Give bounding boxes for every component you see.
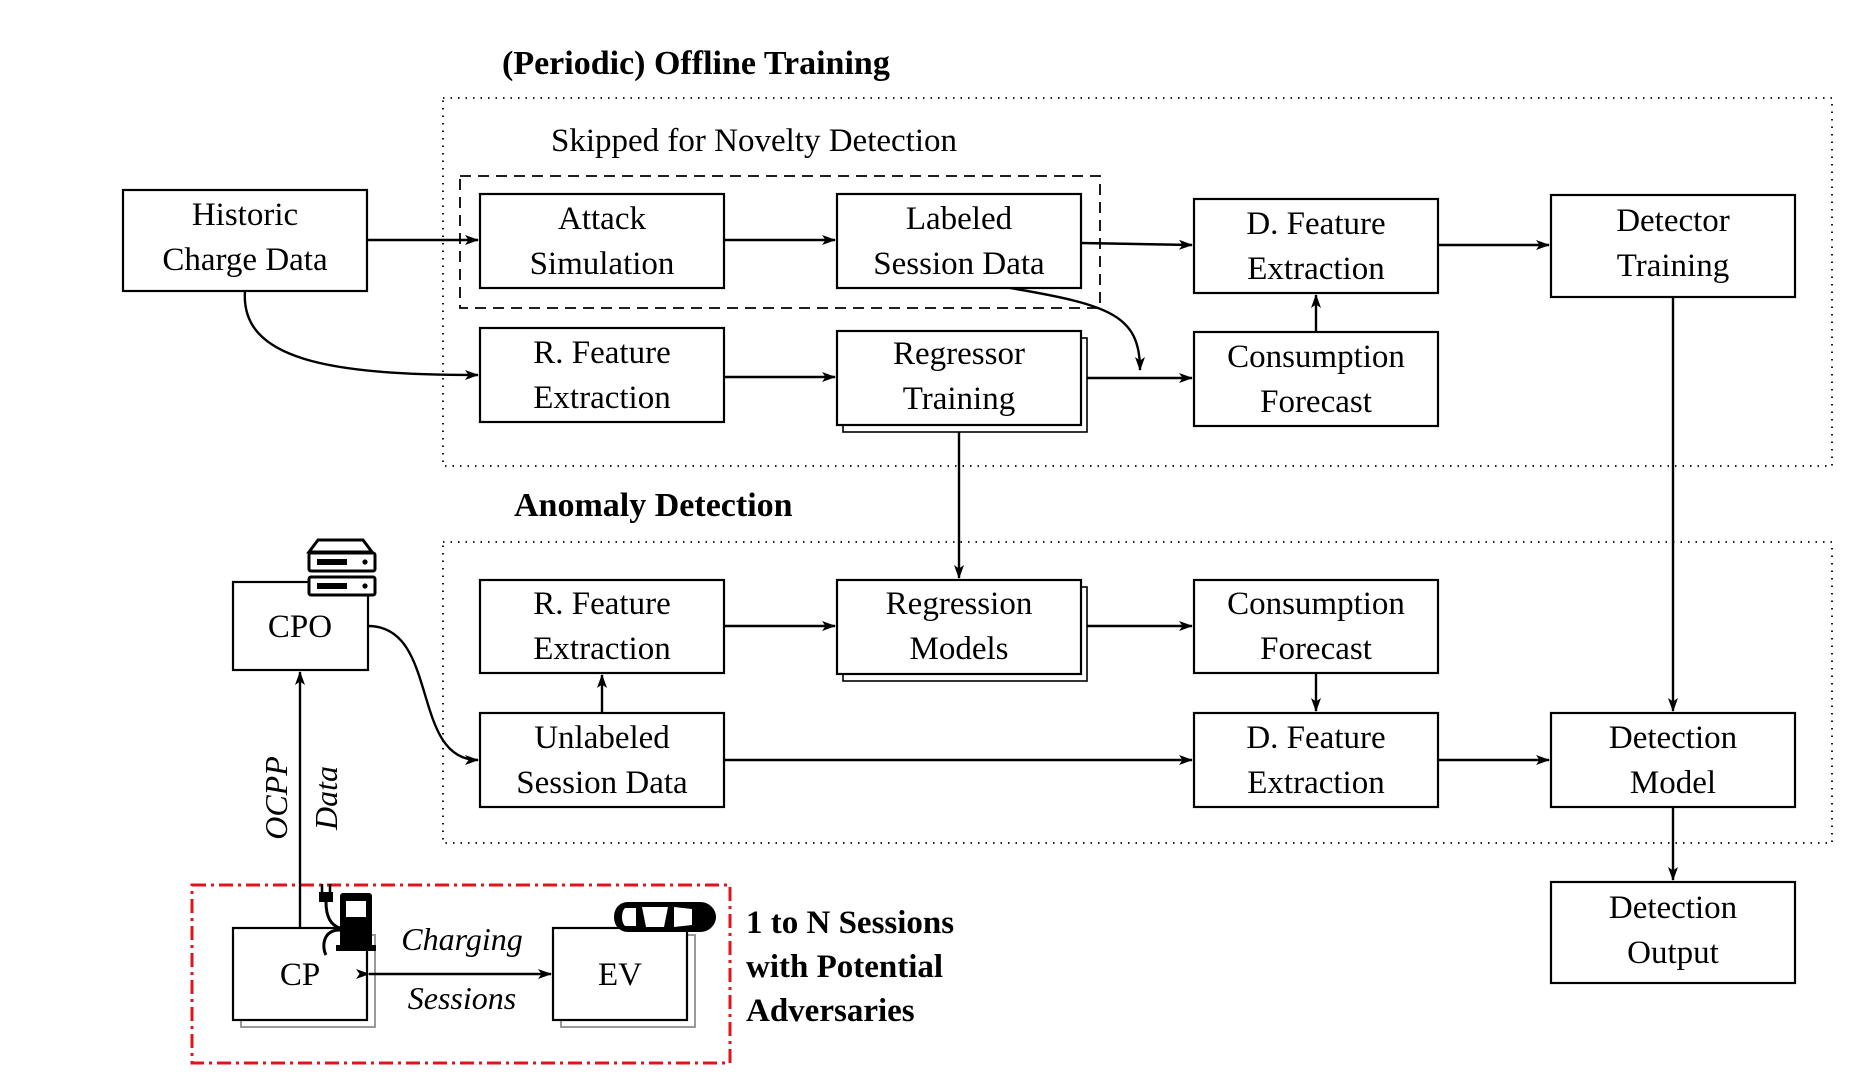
svg-text:Forecast: Forecast [1260, 631, 1372, 667]
consumption-forecast-offline-box: Consumption Forecast [1192, 330, 1440, 428]
offline-training-frame [442, 97, 1833, 467]
svg-text:Historic: Historic [192, 197, 298, 233]
r-feature-extraction-online-box: R. Feature Extraction [478, 578, 726, 675]
svg-text:Unlabeled: Unlabeled [534, 720, 670, 756]
svg-text:Extraction: Extraction [1247, 765, 1384, 801]
d-feature-extraction-online-box: D. Feature Extraction [1192, 711, 1440, 809]
car-icon [614, 902, 716, 932]
sessions-label: Sessions [408, 980, 516, 1016]
arrow-historic-to-rfeature [243, 290, 479, 380]
svg-text:Simulation: Simulation [530, 246, 675, 282]
svg-text:Detection: Detection [1609, 720, 1737, 756]
svg-text:Models: Models [910, 631, 1009, 667]
svg-text:Forecast: Forecast [1260, 384, 1372, 420]
svg-text:Labeled: Labeled [906, 201, 1013, 237]
svg-text:Regression: Regression [886, 586, 1033, 622]
novelty-skip-frame [459, 175, 1101, 309]
svg-text:Consumption: Consumption [1227, 339, 1405, 375]
svg-text:Extraction: Extraction [533, 631, 670, 667]
ocpp-label: OCPP [258, 756, 294, 840]
sessions-note-line-1: 1 to N Sessions [746, 905, 954, 941]
offline-training-title: (Periodic) Offline Training [502, 45, 890, 82]
adversary-sessions-frame [190, 883, 732, 1065]
detection-output-box: Detection Output [1549, 880, 1797, 985]
skipped-novelty-label: Skipped for Novelty Detection [551, 123, 957, 159]
unlabeled-session-data-box: Unlabeled Session Data [478, 711, 726, 809]
data-label: Data [308, 766, 344, 831]
regressor-training-box: Regressor Training [835, 329, 1083, 427]
svg-text:Extraction: Extraction [533, 380, 670, 416]
arrow-cpo-to-unlabeled [367, 624, 479, 765]
cpo-box: CPO [231, 580, 370, 672]
svg-text:Regressor: Regressor [893, 336, 1025, 372]
svg-text:Detector: Detector [1616, 203, 1730, 239]
sessions-note-line-3: Adversaries [746, 993, 915, 1029]
svg-text:R. Feature: R. Feature [533, 335, 670, 371]
arrow-labeled-to-consumption [1009, 286, 1145, 371]
svg-text:Attack: Attack [558, 201, 646, 237]
svg-text:R. Feature: R. Feature [533, 586, 670, 622]
svg-text:Training: Training [903, 381, 1015, 417]
regression-models-box: Regression Models [835, 578, 1083, 676]
arrow-labeled-to-dfeature [1080, 239, 1193, 250]
ev-box: EV [551, 926, 689, 1022]
svg-text:EV: EV [598, 957, 642, 993]
svg-text:Detection: Detection [1609, 890, 1737, 926]
svg-text:CP: CP [280, 957, 320, 993]
svg-text:Output: Output [1627, 935, 1719, 971]
sessions-note-line-2: with Potential [746, 949, 943, 985]
labeled-session-data-box: Labeled Session Data [835, 192, 1083, 290]
server-icon [306, 538, 377, 597]
d-feature-extraction-offline-box: D. Feature Extraction [1192, 197, 1440, 295]
detector-training-box: Detector Training [1549, 193, 1797, 299]
svg-text:Extraction: Extraction [1247, 251, 1384, 287]
detection-model-box: Detection Model [1549, 711, 1797, 809]
anomaly-detection-title: Anomaly Detection [514, 487, 793, 524]
svg-text:D. Feature: D. Feature [1246, 720, 1385, 756]
svg-text:CPO: CPO [268, 609, 332, 645]
svg-text:Session Data: Session Data [516, 765, 688, 801]
consumption-forecast-online-box: Consumption Forecast [1192, 578, 1440, 675]
cp-box: CP [231, 926, 369, 1022]
svg-text:Training: Training [1617, 248, 1729, 284]
svg-text:Consumption: Consumption [1227, 586, 1405, 622]
svg-text:D. Feature: D. Feature [1246, 206, 1385, 242]
r-feature-extraction-offline-box: R. Feature Extraction [478, 326, 726, 424]
svg-text:Charge Data: Charge Data [162, 242, 328, 278]
historic-charge-data-box: Historic Charge Data [121, 188, 369, 293]
svg-text:Model: Model [1630, 765, 1716, 801]
svg-text:Session Data: Session Data [873, 246, 1045, 282]
attack-simulation-box: Attack Simulation [478, 192, 726, 290]
charging-station-icon [319, 884, 376, 956]
charging-label: Charging [401, 921, 523, 957]
